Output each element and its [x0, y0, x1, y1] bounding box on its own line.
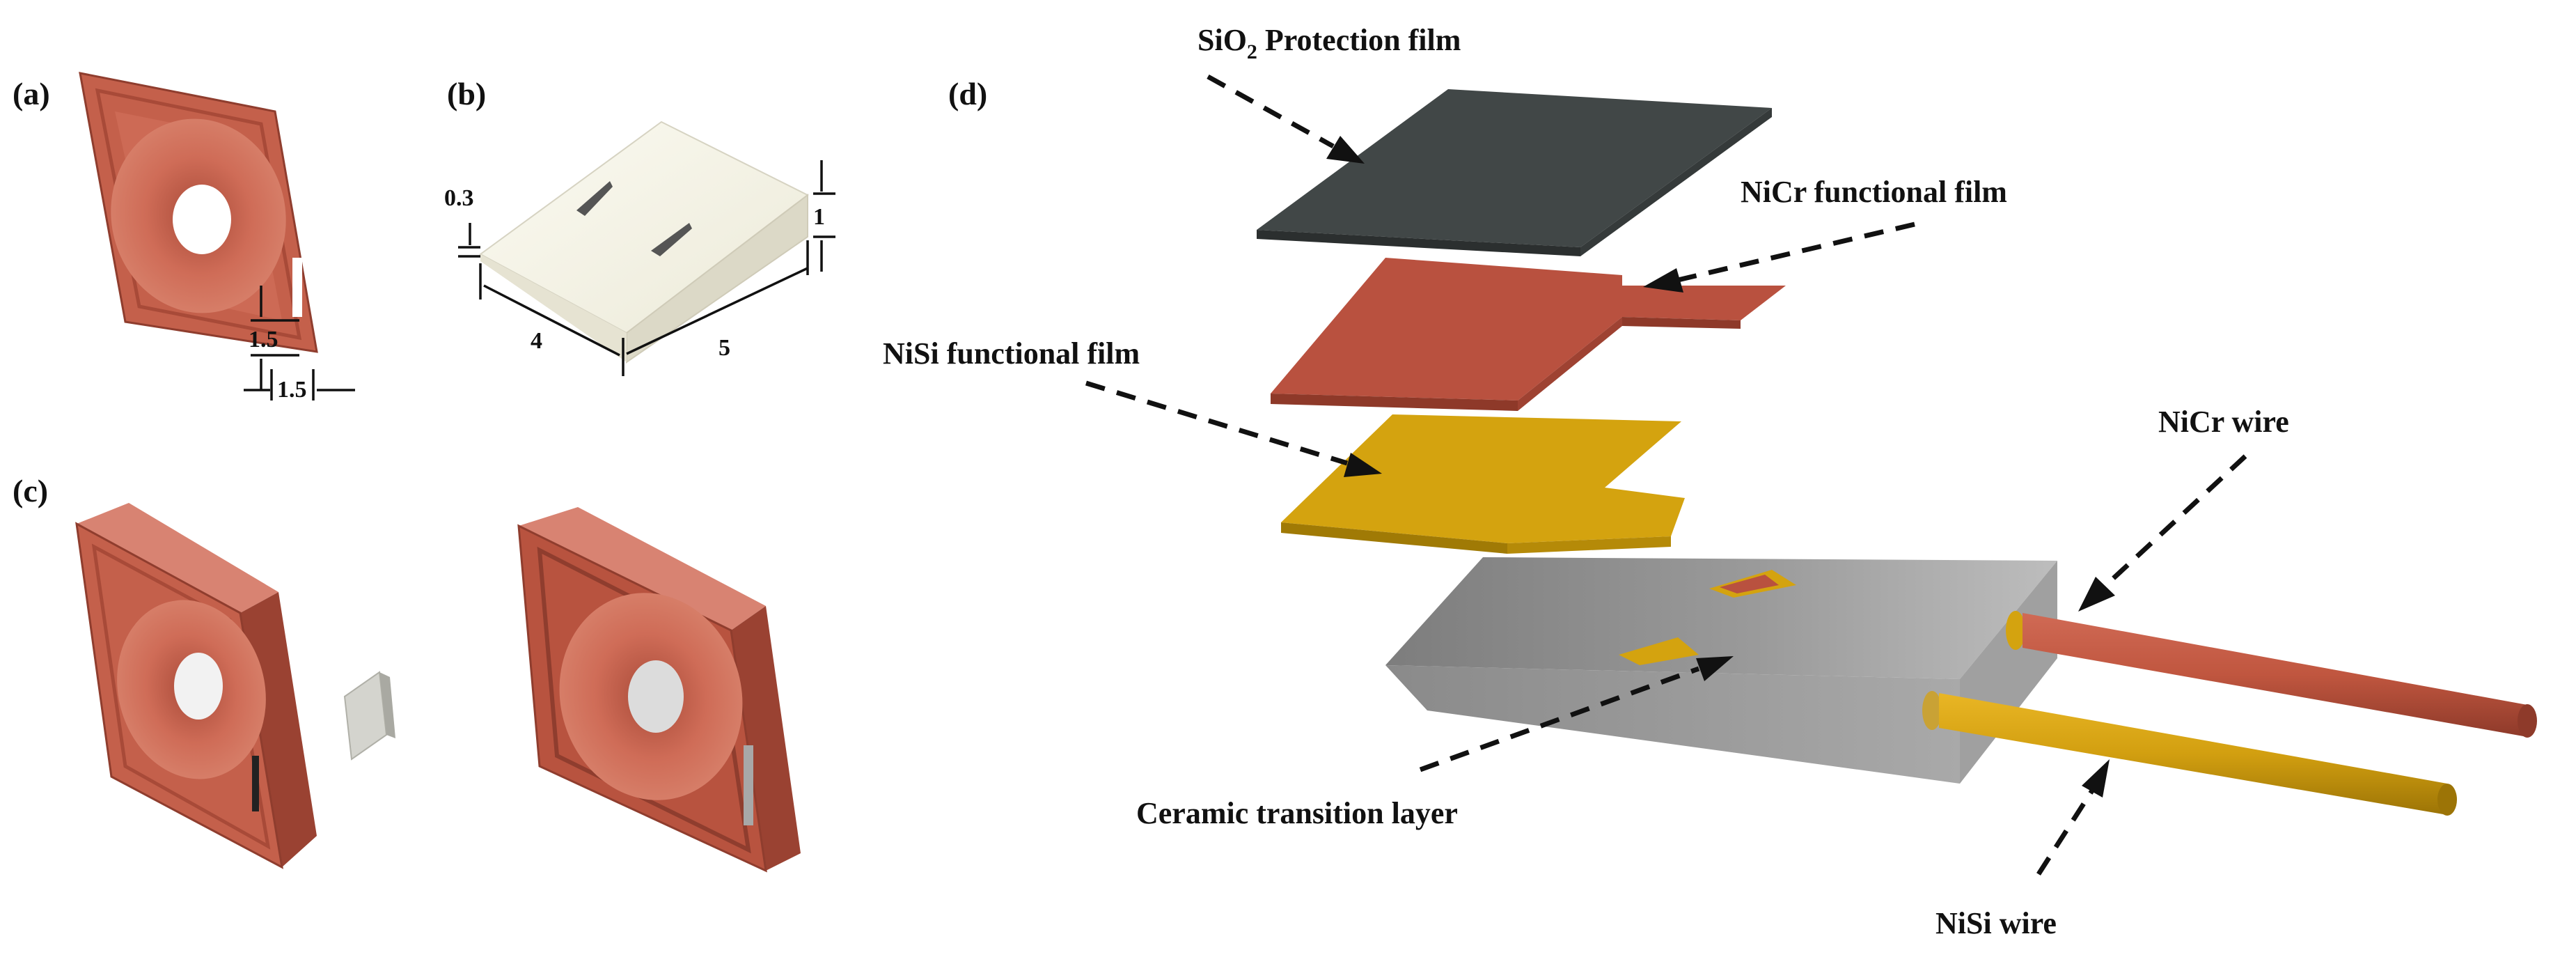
panel-label-b: (b) — [447, 76, 486, 111]
label-nisi-film: NiSi functional film — [883, 336, 1140, 371]
dim-b-step: 0.3 — [444, 185, 474, 211]
label-ceramic-layer: Ceramic transition layer — [1136, 796, 1458, 830]
label-nicr-wire: NiCr wire — [2158, 405, 2289, 439]
label-nicr-film: NiCr functional film — [1741, 175, 2007, 209]
label-sio2-film: SiO2 Protection film — [1197, 23, 1461, 63]
arrow-nicr-film — [1643, 221, 1915, 293]
dim-a-width: 1.5 — [277, 377, 307, 403]
panel-label-a: (a) — [13, 76, 50, 111]
ceramic-substrate — [1385, 557, 2057, 784]
nisi-functional-film — [1281, 414, 1685, 554]
panel-label-d: (d) — [948, 76, 987, 111]
dim-b-width: 5 — [718, 335, 730, 361]
panel-label-c: (c) — [13, 473, 48, 508]
sensor-slot — [292, 258, 302, 317]
thermocouple-slot-nisi — [1619, 637, 1699, 665]
dimension-a — [244, 286, 355, 401]
tool-insert-a — [79, 72, 318, 353]
dimension-b — [458, 160, 835, 376]
insert-hole — [173, 185, 231, 254]
insert-hole — [628, 660, 684, 733]
tool-insert-c-left — [75, 503, 317, 869]
slot-1 — [576, 181, 613, 216]
dim-a-height: 1.5 — [249, 327, 278, 352]
sensor-chip — [744, 745, 753, 825]
dim-b-length: 4 — [531, 328, 542, 354]
ceramic-block-b — [479, 120, 809, 364]
tool-insert-c-right — [517, 507, 801, 873]
nicr-wire — [2006, 611, 2537, 738]
arrow-nicr-wire — [2078, 454, 2247, 612]
arrow-nisi-wire — [2036, 759, 2110, 876]
sensor-slot — [252, 756, 259, 811]
dim-b-thickness: 1 — [813, 204, 825, 230]
insert-hole — [174, 653, 223, 720]
nisi-wire — [1922, 691, 2457, 816]
arrow-nisi-film — [1085, 380, 1382, 477]
arrow-sio2 — [1207, 74, 1365, 164]
label-nisi-wire: NiSi wire — [1935, 906, 2057, 940]
nicr-functional-film — [1271, 258, 1786, 411]
slot-2 — [651, 223, 692, 256]
ceramic-chip-c — [343, 671, 395, 761]
sio2-protection-film — [1257, 89, 1772, 256]
arrow-ceramic-layer — [1419, 656, 1734, 772]
